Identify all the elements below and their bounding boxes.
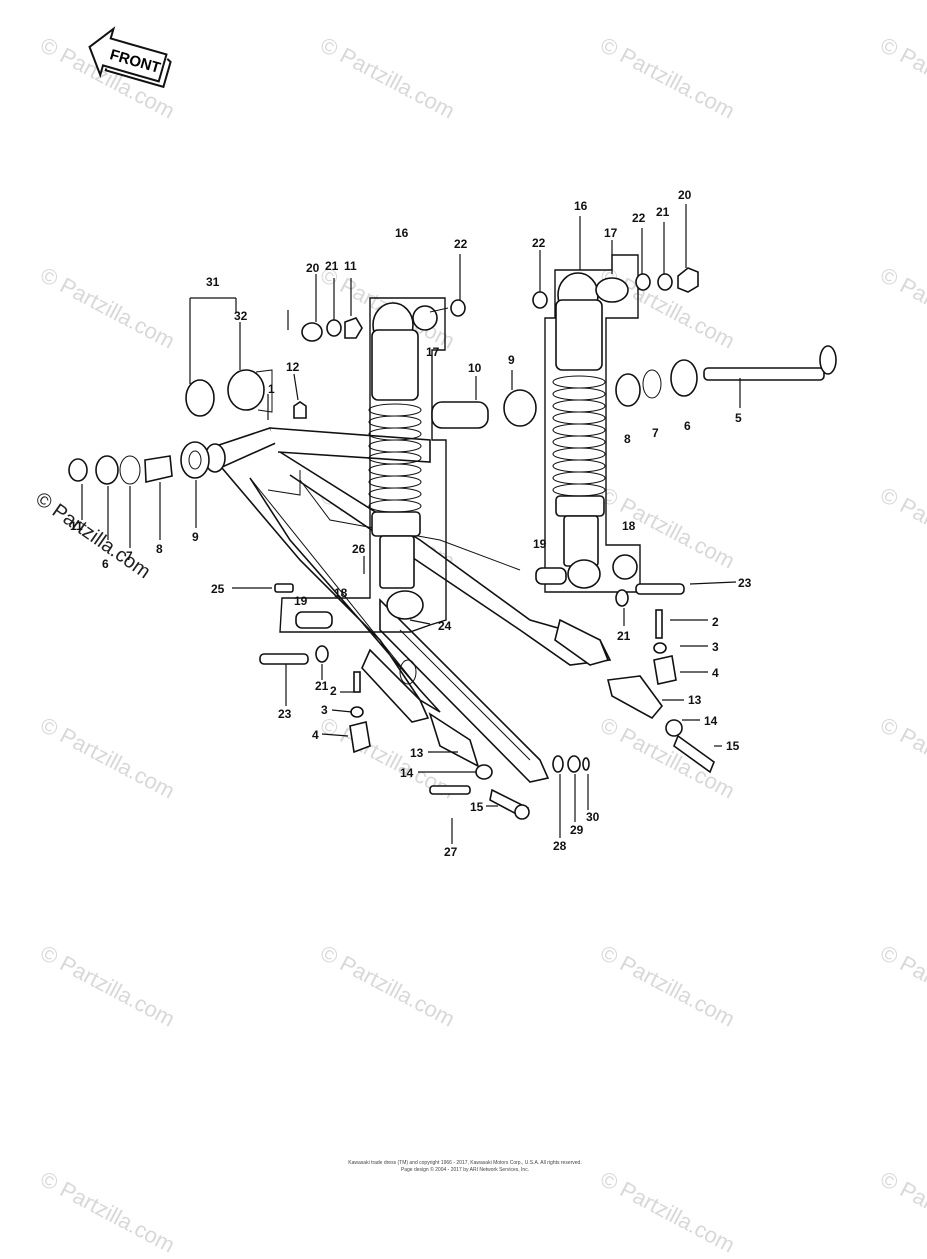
pivot-hardware <box>68 267 837 485</box>
callout-30: 30 <box>586 810 600 824</box>
callout-4: 4 <box>712 666 719 680</box>
callout-18: 18 <box>622 519 636 533</box>
callout-9: 9 <box>508 353 515 367</box>
callout-3: 3 <box>321 703 328 717</box>
callout-9: 9 <box>192 530 199 544</box>
front-arrow: FRONT <box>88 26 172 89</box>
callout-29: 29 <box>570 823 584 837</box>
callout-3: 3 <box>712 640 719 654</box>
callout-13: 13 <box>410 746 424 760</box>
callout-24: 24 <box>438 619 452 633</box>
callout-18: 18 <box>334 586 348 600</box>
callout-22: 22 <box>532 236 546 250</box>
callout-21: 21 <box>617 629 631 643</box>
callout-20: 20 <box>678 188 692 202</box>
callout-4: 4 <box>312 728 319 742</box>
callout-22: 22 <box>632 211 646 225</box>
callout-14: 14 <box>704 714 718 728</box>
callout-10: 10 <box>468 361 482 375</box>
callout-17: 17 <box>426 345 440 359</box>
callout-6: 6 <box>102 557 109 571</box>
callout-23: 23 <box>738 576 752 590</box>
callout-23: 23 <box>278 707 292 721</box>
callout-7: 7 <box>126 549 133 563</box>
callout-28: 28 <box>553 839 567 853</box>
callout-7: 7 <box>652 426 659 440</box>
left-shock-spring <box>368 403 422 513</box>
right-shock-spring <box>552 375 606 497</box>
left-shock-absorber <box>279 297 449 633</box>
lower-hardware <box>259 583 715 820</box>
callout-19: 19 <box>533 537 547 551</box>
callout-8: 8 <box>624 432 631 446</box>
callout-16: 16 <box>395 226 409 240</box>
callout-19: 19 <box>294 594 308 608</box>
swing-arm <box>204 427 612 783</box>
callout-27: 27 <box>444 845 458 859</box>
front-arrow-shape <box>88 26 168 83</box>
callout-8: 8 <box>156 542 163 556</box>
callout-21: 21 <box>325 259 339 273</box>
callout-labels: 16 22 20 21 11 31 32 12 1 17 10 9 16 22 … <box>70 188 752 859</box>
leader-lines <box>81 204 741 844</box>
callout-6: 6 <box>684 419 691 433</box>
callout-2: 2 <box>712 615 719 629</box>
exploded-parts-diagram: FRONT <box>68 26 837 859</box>
callout-31: 31 <box>206 275 220 289</box>
right-shock-absorber <box>535 254 641 593</box>
copyright-footer: Kawasaki trade dress (TM) and copyright … <box>300 1160 630 1174</box>
callout-21: 21 <box>315 679 329 693</box>
callout-15: 15 <box>470 800 484 814</box>
footer-copyright-line: Kawasaki trade dress (TM) and copyright … <box>348 1160 582 1166</box>
footer-design-line: Page design © 2004 - 2017 by ARI Network… <box>400 1167 530 1173</box>
callout-14: 14 <box>400 766 414 780</box>
callout-20: 20 <box>306 261 320 275</box>
callout-26: 26 <box>352 542 366 556</box>
callout-2: 2 <box>330 684 337 698</box>
callout-12: 12 <box>286 360 300 374</box>
callout-11: 11 <box>344 259 357 273</box>
callout-13: 13 <box>688 693 702 707</box>
callout-15: 15 <box>726 739 740 753</box>
callout-22: 22 <box>454 237 468 251</box>
callout-1: 1 <box>268 382 275 396</box>
callout-5: 5 <box>735 411 742 425</box>
callout-25: 25 <box>211 582 225 596</box>
callout-11: 11 <box>70 519 83 533</box>
callout-21: 21 <box>656 205 670 219</box>
callout-32: 32 <box>234 309 248 323</box>
callout-17: 17 <box>604 226 618 240</box>
callout-16: 16 <box>574 199 588 213</box>
